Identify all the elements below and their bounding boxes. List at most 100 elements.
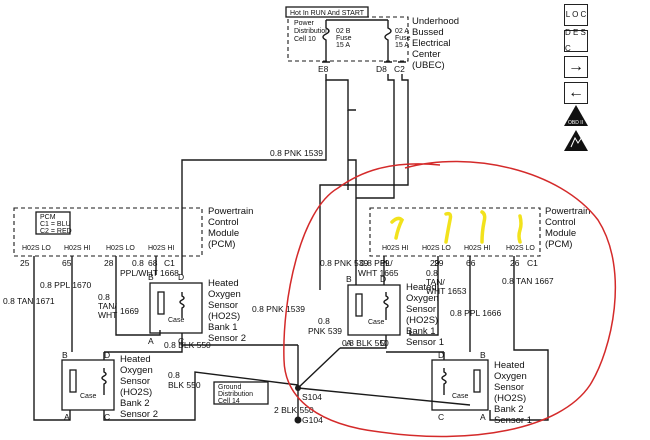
sensor-b1s1-pin-b: B: [346, 274, 352, 284]
legend-title: PCM: [40, 214, 56, 221]
label-tan-wht-1653-a: 29: [430, 258, 440, 268]
label-blk-550-c2: BLK 550: [168, 380, 201, 390]
label-tan-1667: 0.8 TAN 1667: [502, 276, 554, 286]
sensor-b2s1-pin-c: C: [438, 412, 444, 422]
label-tan-wht-3: WHT: [98, 310, 117, 320]
fuse-b-2: Fuse: [336, 35, 352, 42]
sensor-b2s1-l1: Heated: [494, 360, 525, 371]
sensor-b1s1-element: [355, 293, 363, 317]
pin-c2: C2: [394, 64, 405, 74]
sensor-b1s2-heater: [179, 292, 185, 318]
wire-tan-wht-1653: [409, 256, 439, 336]
label-ppl-wht-1665-a: 0.8 PPL/: [360, 258, 393, 268]
sensor-b2s2-pin-c: C: [104, 412, 110, 422]
fuse-a-2: Fuse: [395, 35, 411, 42]
sensor-b1s1-pin-a: A: [346, 338, 352, 348]
sensor-b1s1-l5: Bank 1: [406, 326, 436, 337]
fuse-a-3: 15 A: [395, 42, 409, 49]
sensor-b2s2-pin-b: B: [62, 350, 68, 360]
label-ppl-wht-1665-b: WHT 1665: [358, 268, 399, 278]
sensor-b1s1-pin-c: C: [380, 338, 386, 348]
sensor-b1s2-l6: Sensor 2: [208, 333, 246, 344]
pcm-right-num-69: 69: [380, 258, 390, 268]
label-tan-wht-2: TAN/: [98, 301, 117, 311]
ubec-line-4: Center: [412, 49, 441, 60]
ground-l3: Cell 14: [218, 398, 240, 405]
back-arrow-button[interactable]: ←: [564, 82, 588, 104]
label-ppl-wht-1668-b: PPL/WHT 1668: [120, 268, 179, 278]
pcm-right-pin-1: H02S HI: [382, 245, 409, 252]
legend-c1: C1 = BLU: [40, 221, 71, 228]
label-blk-550-b: 0.8 BLK 550: [342, 338, 389, 348]
pcm-left-num-65: 65: [62, 258, 72, 268]
pcm-left-label-4: (PCM): [208, 239, 235, 250]
sensor-b1s1-box: [347, 284, 401, 336]
esd-warning-icon: [564, 130, 588, 151]
label-tan-1671: 0.8 TAN 1671: [3, 296, 55, 306]
wire-tan-1667: [489, 256, 549, 421]
fuse-02b: [322, 20, 330, 52]
sensor-b2s1-pin-b: B: [480, 350, 486, 360]
fuse-b-3: 15 A: [336, 42, 350, 49]
sensor-b1s1-pin-d: D: [380, 274, 386, 284]
sensor-b1s1-heater: [383, 292, 389, 320]
pcm-left-num-68: 68: [148, 258, 158, 268]
sensor-b2s1-case: Case: [452, 393, 468, 400]
wire-b2s2-feed: [103, 340, 183, 360]
sensor-b1s1-l2: Oxygen: [406, 293, 439, 304]
splice-s104: S104: [302, 392, 322, 402]
fuse-a-1: 02 A: [395, 28, 409, 35]
pcm-left-num-28: 28: [104, 258, 114, 268]
sensor-b1s1-l1: Heated: [406, 282, 437, 293]
ubec-box: [287, 16, 409, 62]
label-pnk-539-b2: PNK 539: [308, 326, 342, 336]
sensor-b2s1-box: [431, 359, 489, 411]
sensor-b2s2-l5: Bank 2: [120, 398, 150, 409]
wire-tan-1671: [33, 256, 71, 421]
wire-pnk-539-drop: [319, 74, 409, 290]
sensor-b1s1-l6: Sensor 1: [406, 337, 444, 348]
next-arrow-button[interactable]: →: [564, 56, 588, 78]
pcm-right-label-2: Control: [545, 217, 576, 228]
desc-button[interactable]: D E S C: [564, 28, 588, 53]
pcm-left-pin-3: H02S LO: [106, 245, 135, 252]
sensor-b2s2-l1: Heated: [120, 354, 151, 365]
label-tan-wht-4: 1669: [120, 306, 139, 316]
label-ppl-wht-1668-a: 0.8: [132, 258, 144, 268]
sensor-b1s2-pin-d: D: [178, 272, 184, 282]
sensor-b2s2-heater: [101, 368, 107, 395]
conn-e8: [322, 52, 330, 63]
pcm-right-num-c1: C1: [527, 258, 538, 268]
pcm-left-label-3: Module: [208, 228, 239, 239]
conn-d8-c2: [384, 52, 406, 63]
legend-c2: C2 = RED: [40, 228, 72, 235]
label-pnk-539-b1: 0.8: [318, 316, 330, 326]
wire-pnk-1539-branch: [347, 110, 357, 285]
wire-pnk-539-top: [356, 74, 395, 199]
sensor-b1s2-element: [157, 291, 165, 315]
sensor-b1s2-l1: Heated: [208, 278, 239, 289]
sensor-b2s1-l3: Sensor: [494, 382, 524, 393]
wire-b2s1-feed: [386, 351, 445, 360]
loc-button[interactable]: L O C: [564, 4, 588, 26]
sensor-b1s2-case: Case: [168, 317, 184, 324]
sensor-b1s2-box: [149, 282, 203, 334]
sensor-b2s1-l6: Sensor 1: [494, 415, 532, 426]
sensor-b1s2-l3: Sensor: [208, 300, 238, 311]
pdc-line-3: Cell 10: [294, 36, 316, 43]
ground-g104-dot: [294, 416, 302, 424]
pcm-right-label-4: (PCM): [545, 239, 572, 250]
sensor-b1s2-pin-a: A: [148, 336, 154, 346]
ubec-line-1: Underhood: [412, 16, 459, 27]
label-tan-wht-1: 0.8: [98, 292, 110, 302]
pcm-right-box: [369, 207, 541, 257]
pcm-left-num-25: 25: [20, 258, 30, 268]
pcm-left-pin-4: H02S HI: [148, 245, 175, 252]
label-ppl-1666: 0.8 PPL 1666: [450, 308, 501, 318]
pcm-left-num-c1: C1: [164, 258, 175, 268]
sensor-b2s1-l5: Bank 2: [494, 404, 524, 415]
sensor-b2s2-box: [61, 359, 115, 411]
ground-g104: G104: [302, 415, 323, 425]
label-tan-wht-1653-c: TAN/: [426, 277, 445, 287]
